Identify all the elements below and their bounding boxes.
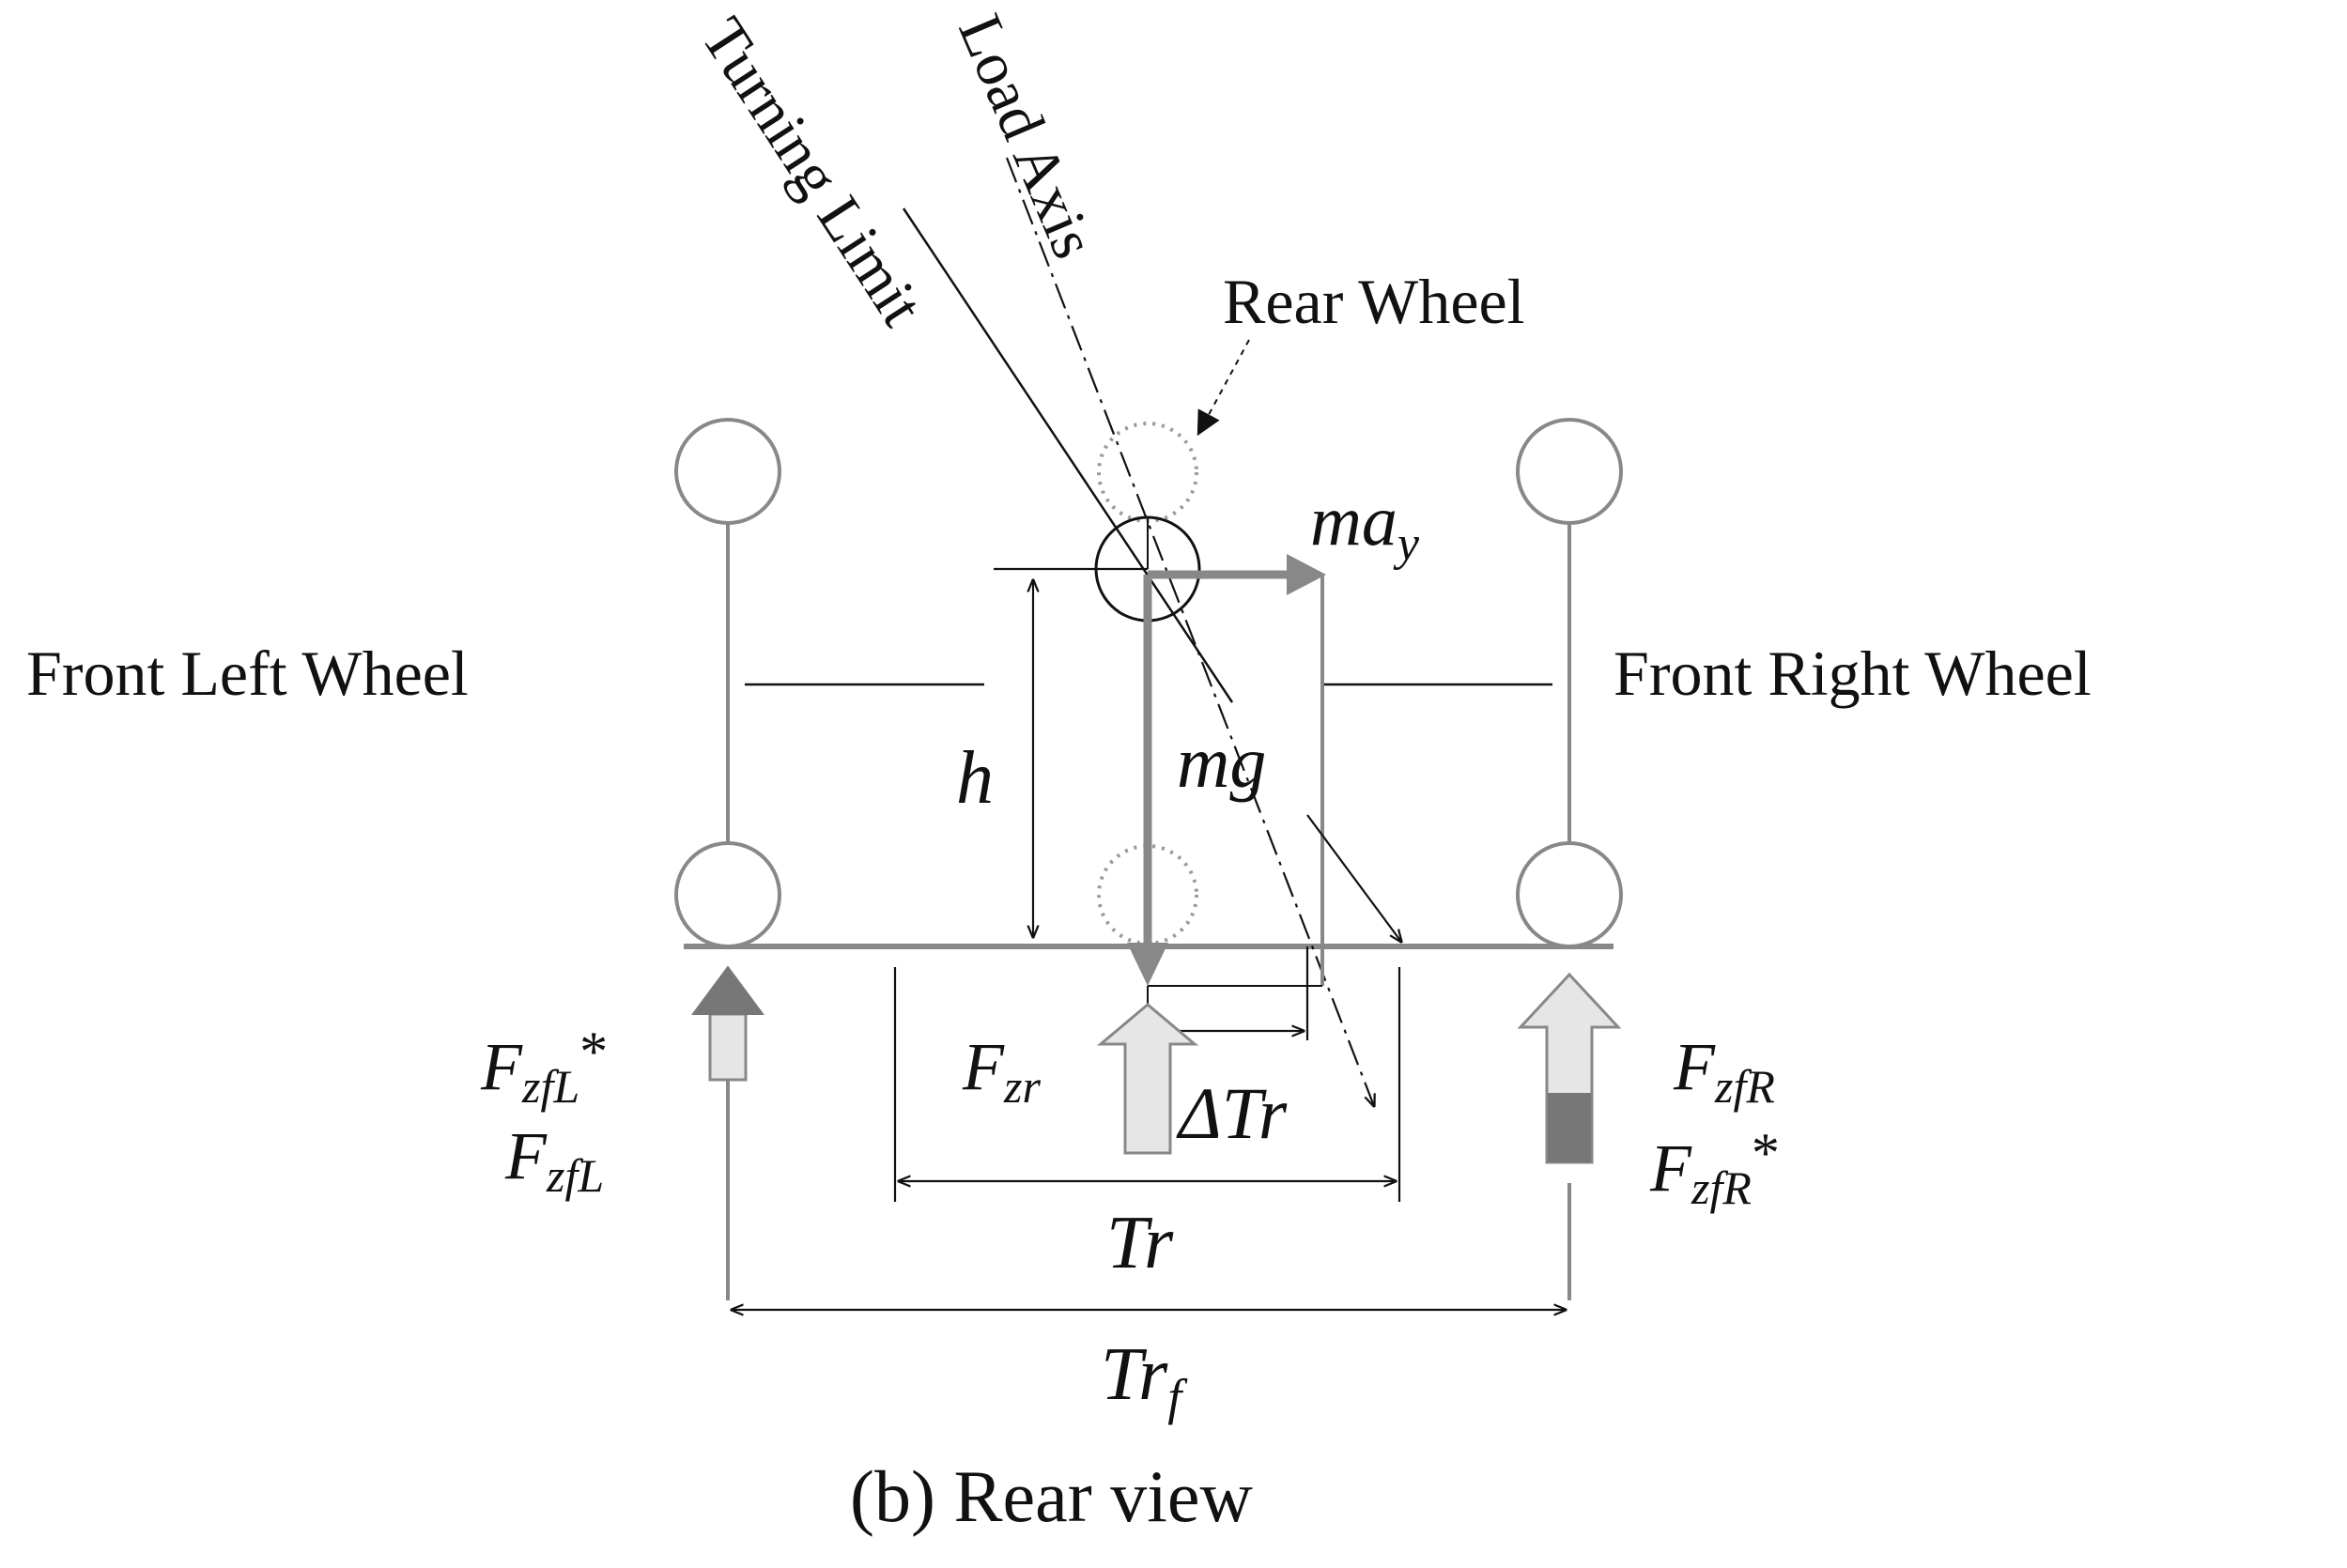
front-track-label: Trf bbox=[1101, 1333, 1188, 1425]
front-left-upper-wheel bbox=[674, 418, 781, 525]
turning-limit-label: Turning Limit bbox=[687, 6, 936, 337]
load-arrow-front-left bbox=[691, 965, 764, 1082]
rear-track-label: Tr bbox=[1106, 1202, 1174, 1284]
gravity-force-label: mg bbox=[1177, 721, 1266, 803]
front-left-wheel-assembly bbox=[674, 418, 984, 1300]
mg-pointer bbox=[1306, 814, 1401, 942]
turning-limit-line bbox=[902, 208, 1234, 703]
rear-wheel-upper-dotted bbox=[1097, 422, 1198, 523]
rear-wheel-label: Rear Wheel bbox=[1223, 266, 1525, 337]
front-left-lower-wheel bbox=[674, 841, 781, 948]
load-axis-label: Load Axis bbox=[945, 5, 1108, 268]
front-right-upper-wheel bbox=[1516, 418, 1623, 525]
front-left-load-label: FzfL bbox=[504, 1118, 604, 1202]
front-left-wheel-label: Front Left Wheel bbox=[26, 638, 469, 709]
load-axis-line bbox=[1005, 157, 1374, 1106]
delta-tr-label: ΔTr bbox=[1176, 1072, 1288, 1154]
load-arrow-rear bbox=[1096, 1003, 1199, 1155]
front-left-target-load-label: FzfL* bbox=[480, 1021, 608, 1113]
rear-load-label: Fzr bbox=[962, 1029, 1041, 1113]
front-right-lower-wheel bbox=[1516, 841, 1623, 948]
front-right-wheel-assembly bbox=[1324, 418, 1623, 1300]
height-label: h bbox=[956, 737, 994, 820]
front-right-load-label: FzfR bbox=[1673, 1029, 1775, 1113]
lateral-force-arrowhead bbox=[1287, 554, 1326, 595]
figure-caption: (b) Rear view bbox=[850, 1455, 1253, 1537]
front-right-target-load-label: FzfR* bbox=[1649, 1122, 1780, 1214]
rear-wheel-pointer bbox=[1197, 339, 1250, 437]
load-arrow-front-right bbox=[1517, 972, 1622, 1164]
front-right-wheel-label: Front Right Wheel bbox=[1614, 638, 2092, 709]
lateral-force-label: may bbox=[1310, 482, 1420, 571]
